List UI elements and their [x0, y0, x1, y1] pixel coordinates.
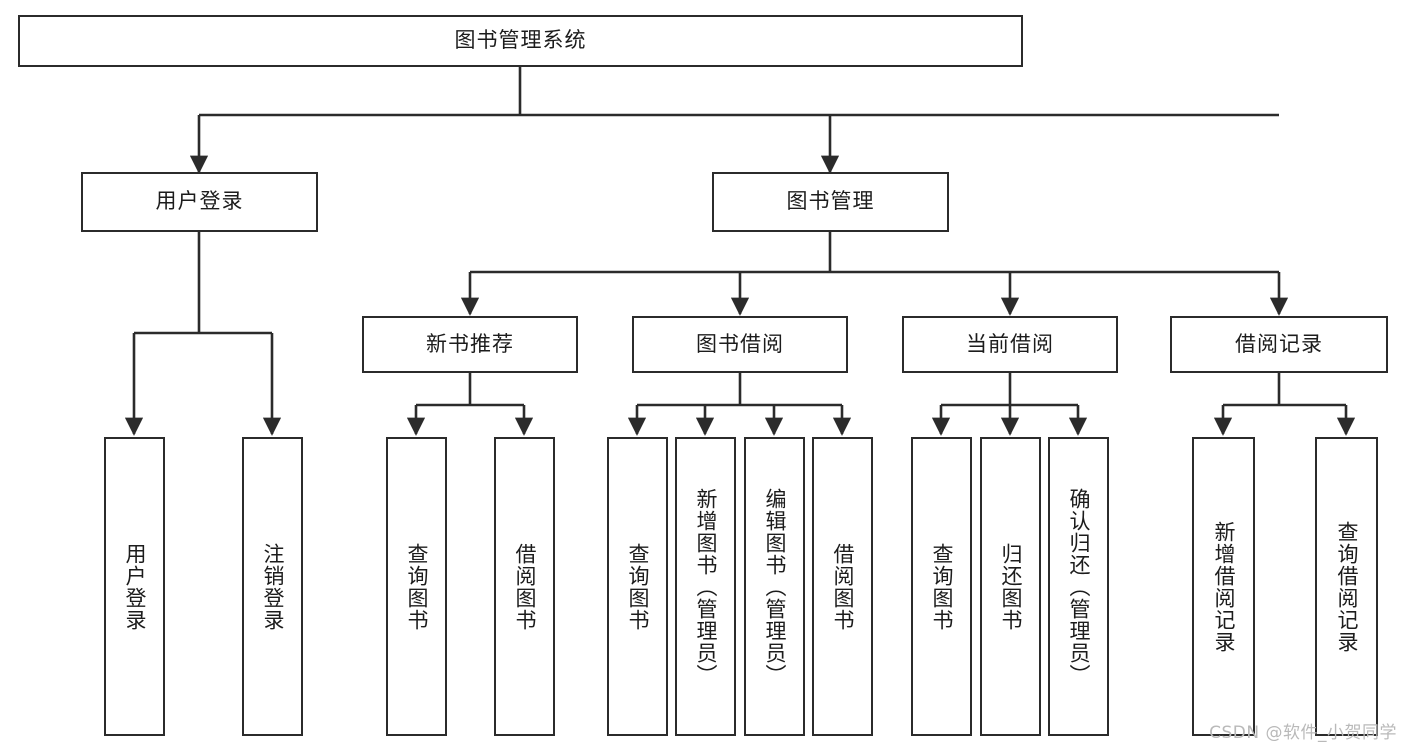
leaf-confirm-return[interactable]: 确认归还（管理员） [1048, 437, 1109, 736]
node-book-borrow-label: 图书借阅 [696, 331, 784, 356]
leaf-query-book-3[interactable]: 查询图书 [911, 437, 972, 736]
node-borrow-record[interactable]: 借阅记录 [1170, 316, 1388, 373]
node-current-borrow[interactable]: 当前借阅 [902, 316, 1118, 373]
leaf-return-book-label: 归还图书 [998, 542, 1023, 631]
leaf-add-book[interactable]: 新增图书（管理员） [675, 437, 736, 736]
node-user-login-label: 用户登录 [155, 189, 244, 214]
leaf-query-record[interactable]: 查询借阅记录 [1315, 437, 1378, 736]
node-root[interactable]: 图书管理系统 [18, 15, 1023, 67]
node-new-book-recommend-label: 新书推荐 [426, 331, 514, 356]
node-book-borrow[interactable]: 图书借阅 [632, 316, 848, 373]
leaf-query-book-1-label: 查询图书 [404, 542, 429, 631]
node-book-manage-label: 图书管理 [786, 189, 875, 214]
node-current-borrow-label: 当前借阅 [966, 331, 1054, 356]
node-root-label: 图书管理系统 [454, 28, 587, 53]
leaf-borrow-book-2[interactable]: 借阅图书 [812, 437, 873, 736]
leaf-user-login[interactable]: 用户登录 [104, 437, 165, 736]
leaf-edit-book[interactable]: 编辑图书（管理员） [744, 437, 805, 736]
node-user-login[interactable]: 用户登录 [81, 172, 318, 232]
leaf-borrow-book-2-label: 借阅图书 [830, 542, 855, 631]
leaf-return-book[interactable]: 归还图书 [980, 437, 1041, 736]
leaf-query-book-3-label: 查询图书 [929, 542, 954, 631]
leaf-edit-book-label: 编辑图书（管理员） [762, 487, 787, 686]
node-borrow-record-label: 借阅记录 [1235, 331, 1323, 356]
leaf-confirm-return-label: 确认归还（管理员） [1066, 487, 1091, 686]
leaf-user-login-label: 用户登录 [122, 542, 147, 631]
leaf-query-record-label: 查询借阅记录 [1334, 520, 1359, 653]
leaf-query-book-1[interactable]: 查询图书 [386, 437, 447, 736]
leaf-add-book-label: 新增图书（管理员） [693, 487, 718, 686]
leaf-user-logout[interactable]: 注销登录 [242, 437, 303, 736]
leaf-add-record[interactable]: 新增借阅记录 [1192, 437, 1255, 736]
leaf-borrow-book-1-label: 借阅图书 [512, 542, 537, 631]
node-new-book-recommend[interactable]: 新书推荐 [362, 316, 578, 373]
leaf-borrow-book-1[interactable]: 借阅图书 [494, 437, 555, 736]
leaf-query-book-2-label: 查询图书 [625, 542, 650, 631]
node-book-manage[interactable]: 图书管理 [712, 172, 949, 232]
leaf-user-logout-label: 注销登录 [260, 542, 285, 631]
leaf-query-book-2[interactable]: 查询图书 [607, 437, 668, 736]
leaf-add-record-label: 新增借阅记录 [1211, 520, 1236, 653]
